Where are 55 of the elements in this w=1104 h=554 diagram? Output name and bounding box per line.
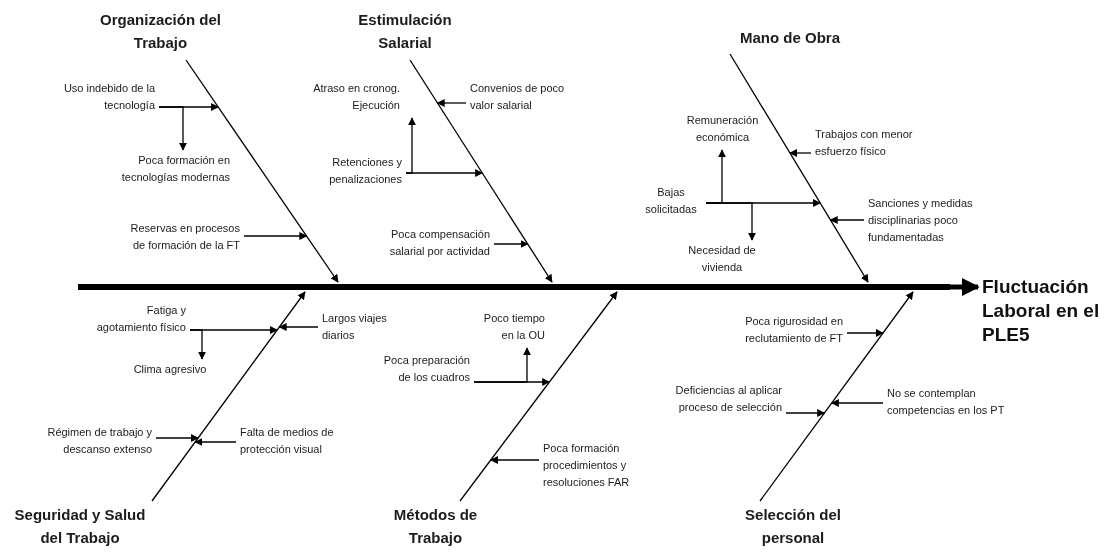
category-label: Selección del personal (743, 503, 843, 551)
arrow (846, 329, 884, 337)
cause-label: Deficiencias al aplicar proceso de selección (662, 382, 782, 418)
arrow (729, 53, 869, 283)
arrow (155, 434, 199, 442)
cause-label: Sanciones y medidas disciplinarias poco fundamentadas (868, 195, 982, 249)
cause-label: Clima agresivo (120, 361, 220, 379)
cause-label: Poca compensación salarial por actividad (378, 226, 490, 262)
cause-label: Remuneración económica (680, 112, 765, 148)
arrow (759, 291, 914, 502)
arrow (436, 99, 467, 107)
cause-label: Largos viajes diarios (322, 310, 400, 346)
cause-label: Necesidad de vivienda (682, 242, 762, 278)
arrow (459, 291, 618, 502)
cause-label: Trabajos con menor esfuerzo físico (815, 126, 927, 162)
cause-label: Bajas solicitadas (640, 184, 702, 220)
cause-label: Falta de medios de protección visual (240, 424, 345, 460)
cause-label: Retenciones y penalizaciones (322, 154, 402, 190)
cause-label: Poca formación procedimientos y resoluciones FAR (543, 440, 643, 494)
arrow (490, 456, 540, 464)
category-label: Organización del Trabajo (98, 8, 223, 58)
arrow (493, 240, 529, 248)
arrow (185, 59, 339, 283)
cause-label: Poco tiempo en la OU (475, 310, 545, 346)
category-label: Seguridad y Salud del Trabajo (5, 503, 155, 551)
arrow (829, 216, 865, 224)
category-label: Métodos de Trabajo (388, 503, 483, 551)
arrow (705, 202, 756, 241)
cause-label: Atraso en cronog. Ejecución (300, 80, 420, 116)
arrow (950, 278, 980, 296)
arrow (189, 329, 206, 360)
arrow (243, 232, 308, 240)
category-label: Mano de Obra (725, 26, 855, 52)
spine-bar (78, 284, 950, 290)
arrow (409, 59, 553, 283)
arrow (151, 291, 306, 502)
cause-label: No se contemplan competencias en los PT (887, 385, 1012, 421)
arrow (789, 149, 812, 157)
arrow (158, 106, 187, 151)
cause-label: Poca preparación de los cuadros (375, 352, 470, 388)
arrow (473, 347, 531, 383)
effect-label: Fluctuación Laboral en el PLE5 (982, 275, 1104, 349)
arrow (405, 117, 416, 174)
category-label: Estimulación Salarial (350, 8, 460, 58)
arrow (830, 399, 884, 407)
cause-label: Régimen de trabajo y descanso extenso (42, 424, 152, 460)
cause-label: Convenios de poco valor salarial (470, 80, 590, 116)
arrow (278, 323, 319, 331)
cause-label: Reservas en procesos de formación de la FT (122, 220, 240, 256)
cause-label: Poca formación en tecnologías modernas (115, 152, 230, 188)
arrow (785, 409, 826, 417)
arrow (194, 438, 237, 446)
cause-label: Poca rigurosidad en reclutamiento de FT (735, 313, 843, 349)
cause-label: Uso indebido de la tecnología (55, 80, 155, 116)
cause-label: Fatiga y agotamiento físico (88, 302, 186, 338)
